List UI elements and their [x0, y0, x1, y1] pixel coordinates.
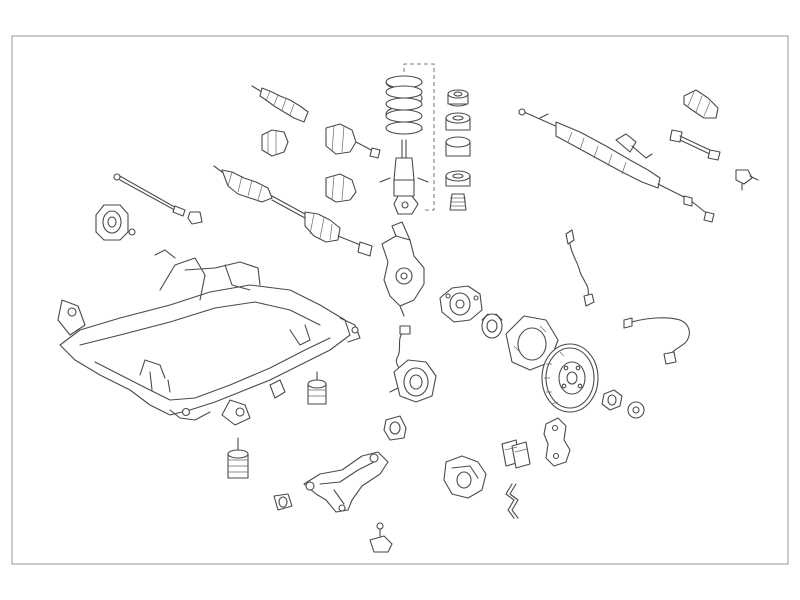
coil-spring [385, 75, 423, 135]
steering-knuckle [381, 221, 425, 317]
diagram-border [11, 35, 789, 565]
control-arm-bushing [383, 415, 407, 441]
strut-mount-stack [445, 89, 471, 211]
wheel-hub [439, 285, 483, 323]
engine-mount [95, 204, 136, 241]
ball-joint [369, 522, 393, 553]
hub-nut-set [601, 389, 645, 419]
drive-shaft-upper [251, 85, 309, 123]
drive-shaft-lower [213, 165, 373, 257]
brake-spring-clip [505, 483, 519, 519]
brake-caliper [443, 455, 487, 499]
subframe-bushing-center [307, 371, 327, 405]
hub-assembly [389, 359, 437, 403]
brake-hose [565, 229, 595, 307]
tie-rod-end [735, 169, 759, 191]
wheel-bearing [481, 313, 503, 339]
brake-dust-shield [505, 315, 559, 371]
brake-disc [541, 343, 599, 413]
brake-pads [501, 439, 531, 469]
lower-arm-bushing-front [273, 493, 293, 511]
tie-rod [669, 129, 721, 161]
caliper-bracket [543, 417, 571, 467]
abs-sensor-cable [623, 317, 690, 365]
subframe-bushing-left [227, 437, 249, 479]
steering-rack [518, 108, 715, 223]
stabilizer-link-left [113, 173, 203, 225]
steering-rack-boot [683, 89, 719, 119]
subframe [57, 249, 361, 426]
shock-absorber [379, 139, 429, 215]
alignment-bracket [403, 63, 435, 211]
lower-control-arm [303, 451, 389, 513]
drive-shaft-boots [261, 123, 381, 203]
